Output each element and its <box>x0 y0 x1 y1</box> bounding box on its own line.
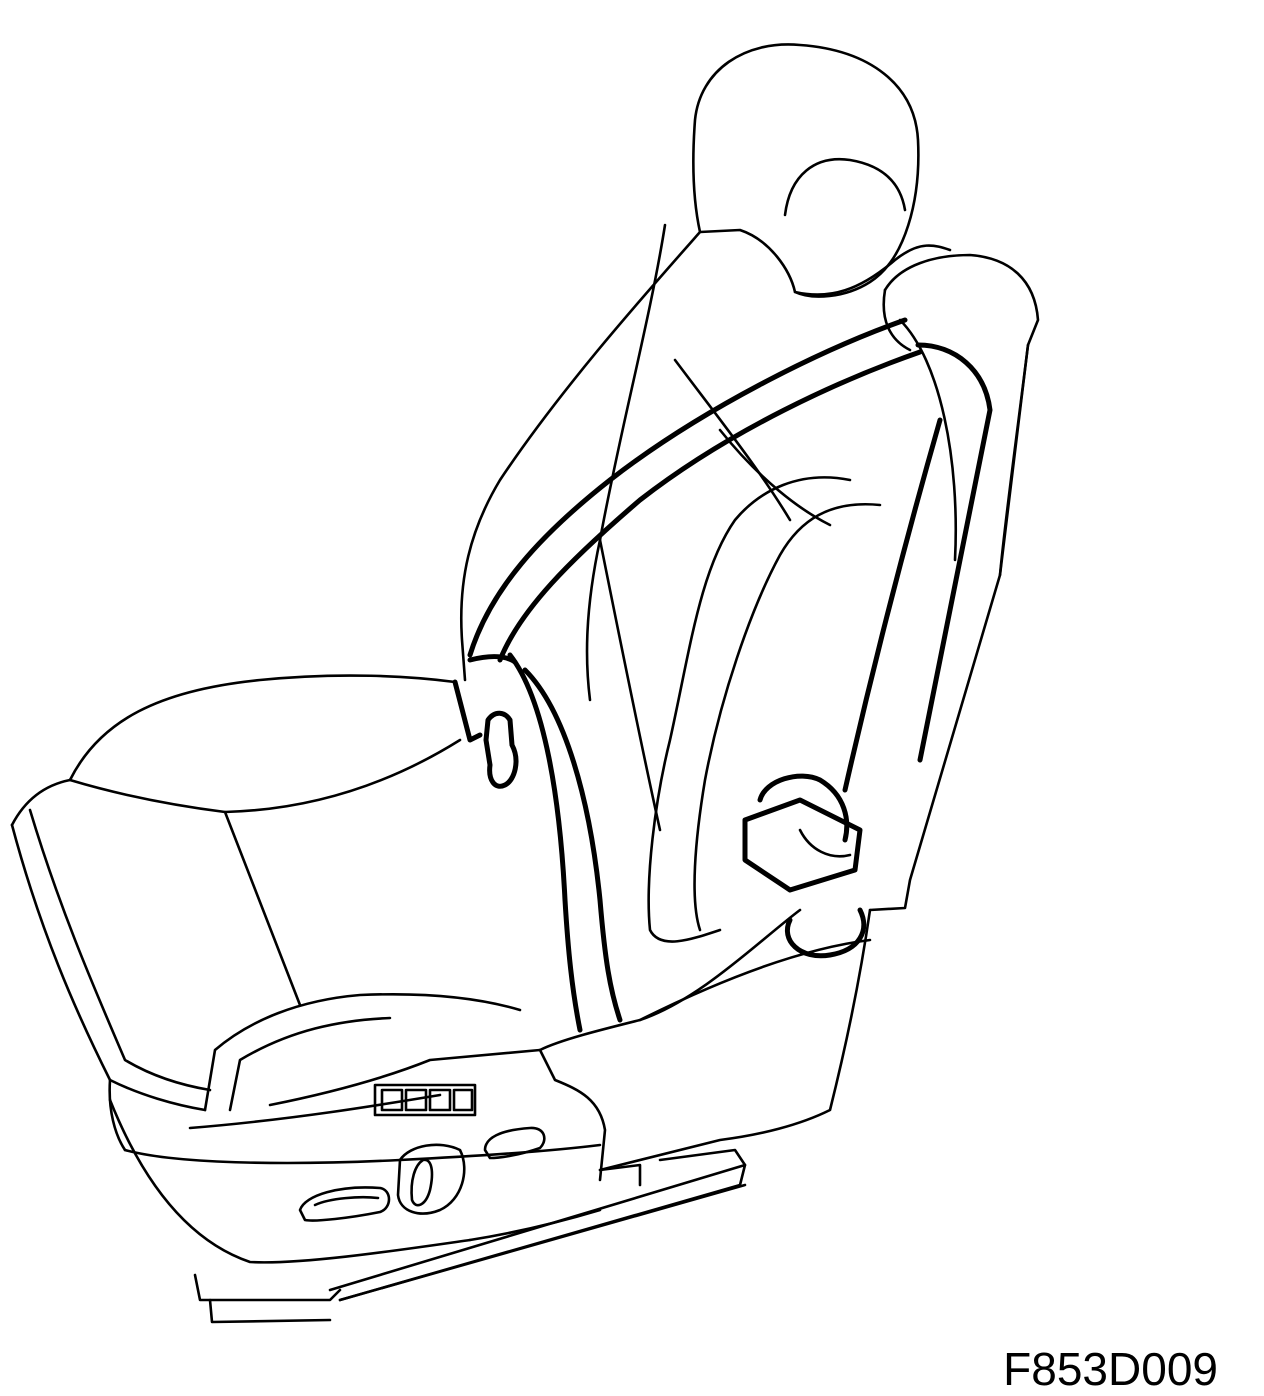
shoulder-belt <box>467 317 993 793</box>
seat-base <box>108 908 872 1264</box>
lap-belt <box>507 652 623 1033</box>
seat-controls <box>298 1083 546 1222</box>
headrest <box>692 43 920 298</box>
seat-rails <box>193 1148 747 1324</box>
figure-code: F853D009 <box>1003 1343 1218 1395</box>
belt-retractor <box>742 773 867 959</box>
seat-back <box>459 223 952 832</box>
seat-cushion <box>10 674 462 1152</box>
side-bolster <box>647 253 1040 943</box>
